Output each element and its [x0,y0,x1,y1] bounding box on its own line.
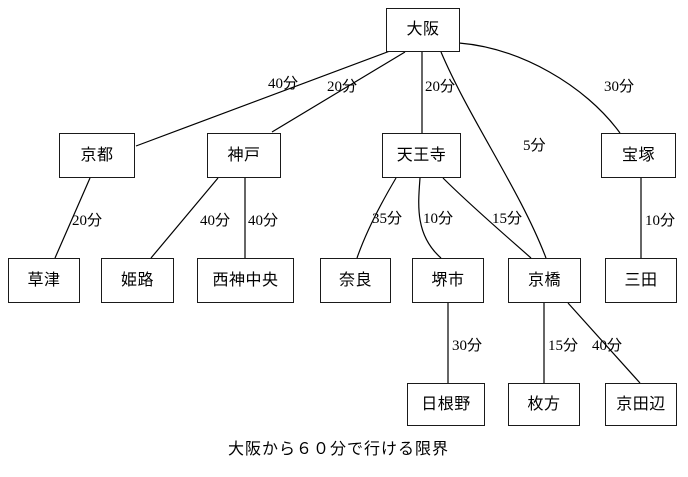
edge-kobe-himeji [150,177,219,259]
edge-label-kyobashi-kyotanabe: 40分 [592,338,623,354]
edge-label-takarazuka-sanda: 10分 [645,213,676,229]
edge-tennoji-nara [356,177,397,259]
edge-label-osaka-kobe: 20分 [327,79,358,95]
node-sanda[interactable]: 三田 [605,258,677,303]
edge-kyobashi-kyotanabe [567,302,641,384]
node-takarazuka[interactable]: 宝塚 [601,133,676,178]
edge-label-kyoto-kusatsu: 20分 [72,213,103,229]
node-osaka[interactable]: 大阪 [386,8,460,52]
edge-label-osaka-tennoji: 20分 [425,79,456,95]
edge-label-tennoji-kyobashi: 15分 [492,211,523,227]
edge-tennoji-sakaishi [418,177,442,259]
node-hineno[interactable]: 日根野 [407,383,485,426]
node-tennoji[interactable]: 天王寺 [382,133,461,178]
node-seishinchuo[interactable]: 西神中央 [197,258,294,303]
node-kyotanabe[interactable]: 京田辺 [605,383,677,426]
node-himeji[interactable]: 姫路 [101,258,174,303]
edge-osaka-kyoto [135,50,391,147]
edge-osaka-takarazuka [458,42,621,134]
edge-label-kyobashi-hirakata: 15分 [548,338,579,354]
node-nara[interactable]: 奈良 [320,258,391,303]
edge-osaka-kobe [271,51,406,133]
edge-label-osaka-takarazuka: 30分 [604,79,635,95]
node-sakaishi[interactable]: 堺市 [412,258,484,303]
node-hirakata[interactable]: 枚方 [508,383,580,426]
edge-tennoji-kyobashi [442,177,532,259]
diagram-caption: 大阪から６０分で行ける限界 [228,441,450,458]
edge-label-tennoji-nara: 35分 [372,211,403,227]
node-kobe[interactable]: 神戸 [207,133,281,178]
edge-label-osaka-kyobashi: 5分 [523,138,546,154]
edge-label-kobe-seishinchuo: 40分 [248,213,279,229]
node-kyoto[interactable]: 京都 [59,133,135,178]
edge-label-osaka-kyoto: 40分 [268,76,299,92]
node-kyobashi[interactable]: 京橋 [508,258,581,303]
edge-label-sakaishi-hineno: 30分 [452,338,483,354]
edge-kyoto-kusatsu [54,177,91,259]
edge-label-kobe-himeji: 40分 [200,213,231,229]
node-kusatsu[interactable]: 草津 [8,258,80,303]
edge-osaka-kyobashi [440,51,547,259]
edge-label-tennoji-sakaishi: 10分 [423,211,454,227]
